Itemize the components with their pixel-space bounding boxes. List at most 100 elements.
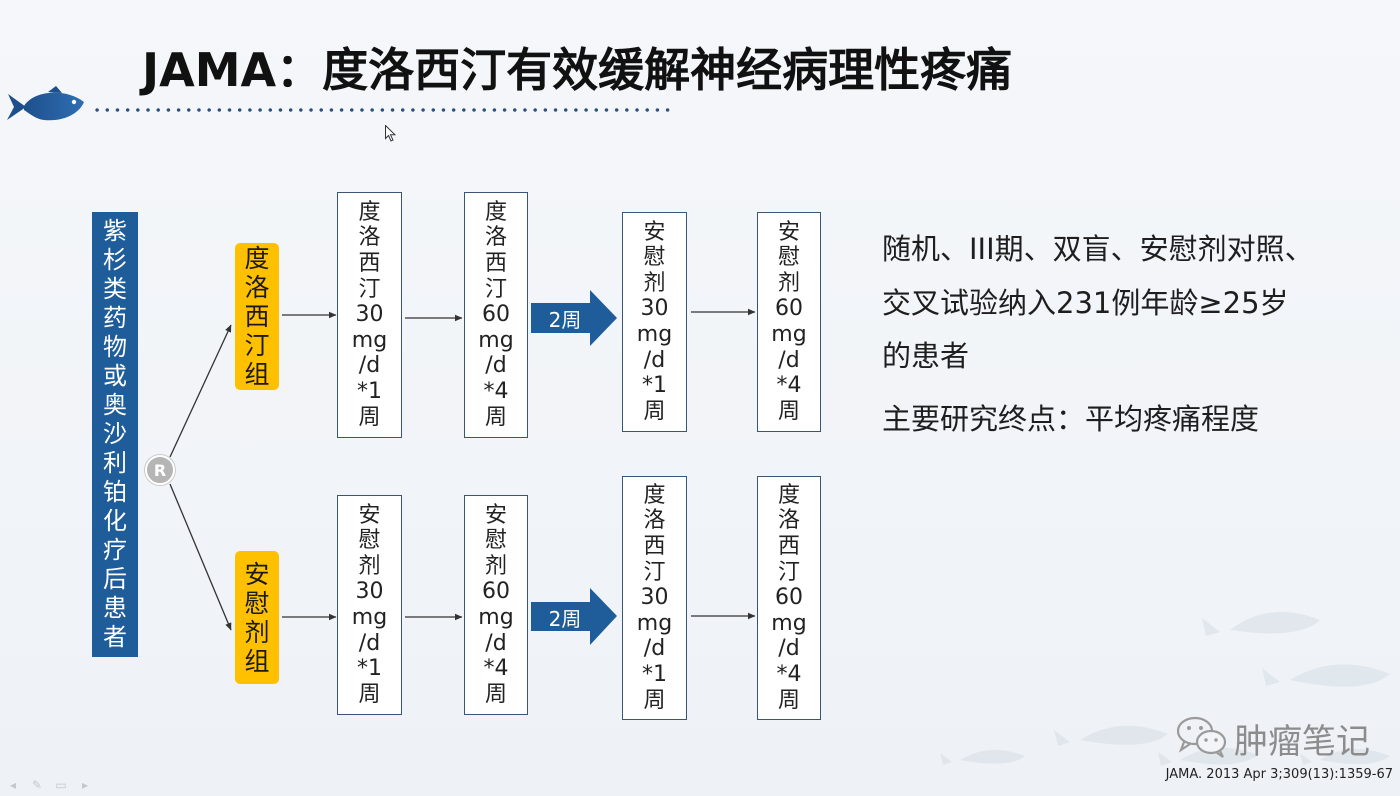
step-box-line: 安 [643,219,666,245]
step-box-line: 西 [358,251,381,277]
step-box-line: *4 [776,661,802,687]
pen-icon[interactable]: ✎ [31,778,43,792]
step-box-line: *1 [357,378,382,404]
step-box-line: 西 [643,534,666,560]
watermark-text: 肿瘤笔记 [1234,722,1370,762]
step-box-line: 周 [643,398,666,424]
duloxetine-group-box: 度洛西汀组 [235,243,279,390]
step-box-line: 洛 [643,508,666,534]
placebo-group-label: 安慰剂组 [244,559,270,676]
previous-slide-icon[interactable]: ◂ [9,778,17,792]
step-box-line: 洛 [484,225,507,251]
mouse-cursor-icon [385,125,396,142]
step-box-line: 汀 [777,559,800,585]
primary-endpoint: 主要研究终点：平均疼痛程度 [882,402,1260,436]
step-box-line: 剂 [358,553,381,579]
step-box-line: 度 [358,199,381,225]
step-box-line: 慰 [484,528,507,554]
step-box-line: *1 [357,656,382,682]
step-box-line: /d [485,353,507,379]
arrow-randomize-to-duloxetine [169,324,232,458]
step-box-line: /d [358,630,381,656]
step-box-line: mg [478,327,514,353]
step-box-line: 周 [777,687,800,713]
step-box-line: mg [636,610,673,636]
step-box-line: mg [351,605,388,630]
step-box-line: 汀 [484,276,507,302]
step-box-line: 安 [358,502,381,528]
step-box-line: 周 [484,404,507,430]
step-box-line: /d [358,353,381,379]
population-label: 紫杉类药物或奥沙利铂化疗后患者 [102,217,127,651]
step-box-line: 周 [484,681,507,707]
step-box-line: /d [778,636,800,662]
step-box-line: *4 [483,378,509,404]
next-slide-icon[interactable]: ▸ [81,778,89,792]
step-box-line: 安 [484,502,507,528]
step-box-line: *1 [642,373,667,399]
arrow-randomize-to-placebo [169,483,232,631]
step-box-line: mg [636,322,673,347]
duloxetine-group-label: 度洛西汀组 [244,244,270,389]
step-box-line: 洛 [777,508,800,534]
title-dotted-divider [92,107,672,113]
step-box-line: 度 [777,482,800,508]
step-box-line: 60 [775,585,803,611]
slide-menu-icon[interactable]: ▭ [55,778,67,792]
step-box-line: 慰 [643,245,666,271]
step-box-line: *4 [776,373,802,399]
slide-title: JAMA：度洛西汀有效缓解神经病理性疼痛 [142,43,1013,97]
step-box-line: *4 [483,656,509,682]
step-box-line: 度 [484,199,507,225]
step-box-line: *1 [642,661,667,687]
step-box-line: 60 [482,302,510,328]
step-box-line: 西 [777,534,800,560]
step-box-line: 汀 [358,276,381,302]
washout-label-arm2: 2周 [548,606,582,631]
step-box-line: 30 [355,579,384,605]
slideshow-controls: ◂ ✎ ▭ ▸ [6,778,92,792]
placebo-group-box: 安慰剂组 [235,551,279,684]
step-box-line: mg [771,610,807,636]
citation: JAMA. 2013 Apr 3;309(13):1359-67 [1165,767,1393,782]
step-box-line: mg [478,605,514,630]
step-box-line: 60 [775,296,803,322]
step-box-line: 周 [358,681,381,707]
step-box-line: 慰 [777,245,800,271]
step-box-line: /d [643,636,666,662]
step-box-line: 30 [640,585,669,611]
step-box-line: 度 [643,482,666,508]
background-fish-pattern [940,612,1390,766]
step-box-line: /d [485,630,507,656]
step-box-line: 洛 [358,225,381,251]
step-box-line: 安 [777,219,800,245]
wechat-icon [1176,716,1227,758]
randomization-node: R [145,455,175,485]
step-box-line: mg [351,327,388,353]
fish-logo-icon [7,86,84,121]
step-box-line: 剂 [643,270,666,296]
step-box-line: 周 [777,398,800,424]
step-box-line: 周 [358,404,381,430]
step-box-line: 60 [482,579,510,605]
step-box-line: 西 [484,251,507,277]
population-box: 紫杉类药物或奥沙利铂化疗后患者 [92,212,138,657]
study-description-line: 随机、III期、双盲、安慰剂对照、 [882,232,1314,266]
study-description-line: 的患者 [882,339,970,373]
step-box-line: mg [771,322,807,347]
step-box-line: /d [643,347,666,373]
step-box-line: 30 [355,302,384,328]
study-description-line: 交叉试验纳入231例年龄≥25岁 [882,286,1289,320]
step-box-line: 30 [640,296,669,322]
step-box-line: 周 [643,687,666,713]
step-box-line: 剂 [777,270,800,296]
step-box-line: 慰 [358,528,381,554]
